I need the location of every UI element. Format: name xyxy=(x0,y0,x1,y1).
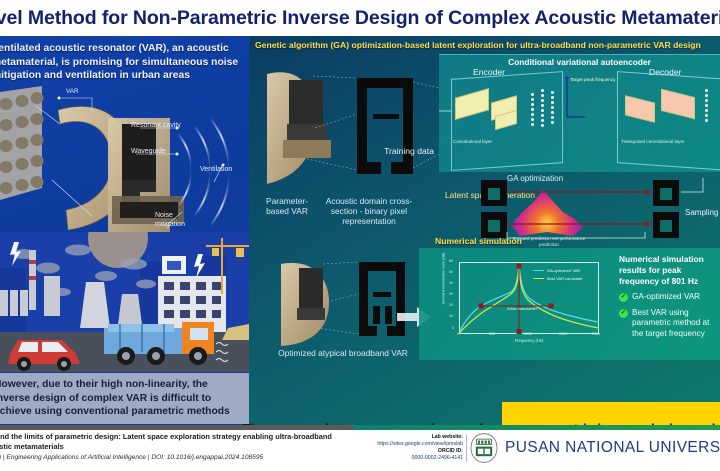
parameter-based-var-label: Parameter-based VAR xyxy=(266,196,308,216)
check-icon: ✓ xyxy=(619,308,628,318)
chart-ytick-10: 10 xyxy=(449,314,453,318)
target-peak-frequency-label: Target peak frequency xyxy=(570,77,616,82)
optimized-var-svg xyxy=(281,261,405,346)
numsim-bullet-1: ✓ Best VAR using parametric method at th… xyxy=(619,308,720,340)
optimized-var-label: Optimized atypical broadband VAR xyxy=(278,348,408,358)
callout-waveguide: Waveguide xyxy=(131,148,166,155)
footer-accent-bar xyxy=(0,425,720,430)
chart-xtick-0: 0 xyxy=(457,332,459,336)
chart-ytick-30: 30 xyxy=(449,292,453,296)
decoder-label: Decoder xyxy=(649,67,682,77)
chart-legend-item-0: GA-optimized VAR xyxy=(533,268,580,273)
numerical-simulation-block: Sound transmission loss (dB) Frequency (… xyxy=(419,248,720,360)
encoder-latent-dots-3 xyxy=(551,91,555,126)
decoder-dots-1 xyxy=(705,89,709,124)
left-panel-limitation-note: However, due to their high non-linearity… xyxy=(0,373,249,424)
cvae-arrows-svg xyxy=(439,76,585,118)
ga-optimization-title: GA optimization xyxy=(507,174,564,183)
chart-curves-svg xyxy=(459,263,599,334)
encoder-latent-dots-2 xyxy=(541,89,545,129)
encoder-latent-dots-1 xyxy=(531,93,535,128)
convolutional-layer-label: Convolutional layer xyxy=(453,139,493,144)
legend-swatch-ga xyxy=(533,269,544,272)
cvae-title: Conditional variational autoencoder xyxy=(508,57,651,67)
var-svg xyxy=(0,86,231,234)
left-panel: Ventilated acoustic resonator (VAR), an … xyxy=(0,36,249,425)
lab-website-key: Lab website: xyxy=(431,434,463,440)
chart-plot-area xyxy=(459,262,599,334)
chart-ytick-20: 20 xyxy=(449,303,453,307)
citation-meta: (2024) | Engineering Applications of Art… xyxy=(0,454,264,462)
chart-ytick-50: 50 xyxy=(449,270,453,274)
callout-var: VAR xyxy=(66,88,79,95)
chart-legend-item-1: Best VAR candidate xyxy=(533,276,583,281)
chart-ytick-0: 0 xyxy=(452,326,454,330)
lab-website-url[interactable]: https://sites.google.com/view/ipmslab xyxy=(377,441,463,447)
chart-x-axis-label: Frequency (Hz) xyxy=(514,338,544,343)
legend-label-ga: GA-optimized VAR xyxy=(547,268,581,273)
param-var-to-crosssection-svg xyxy=(267,72,439,184)
cvae-block: Conditional variational autoencoder Enco… xyxy=(439,54,720,172)
callout-noise-mitigation: Noise mitigation xyxy=(155,212,185,228)
callout-ventilation: Ventilation xyxy=(200,166,233,173)
legend-label-best: Best VAR candidate xyxy=(547,276,583,281)
chart-xtick-1000: 1000 xyxy=(524,332,532,336)
numsim-bullet-0-text: GA-optimized VAR xyxy=(632,292,701,301)
forward-prediction-label: Forward prediction net performance predi… xyxy=(512,236,586,247)
footer: Beyond the limits of parametric design: … xyxy=(0,425,720,471)
callout-resonant-cavity: Resonant cavity xyxy=(131,122,181,129)
legend-swatch-best xyxy=(533,277,544,280)
encoder-label: Encoder xyxy=(473,67,506,77)
transposed-conv-layer-label: Transposed convolutional layer xyxy=(621,139,685,144)
numerical-simulation-header: Numerical simulation xyxy=(435,236,522,246)
university-crest-icon xyxy=(470,433,498,463)
numsim-heading: Numerical simulation results for peak fr… xyxy=(619,254,704,286)
right-panel: Genetic algorithm (GA) optimization-base… xyxy=(243,36,720,455)
page-title: Novel Method for Non-Parametric Inverse … xyxy=(0,6,720,29)
ga-section-header: Genetic algorithm (GA) optimization-base… xyxy=(255,40,701,50)
orcid-key: ORCID ID: xyxy=(437,448,463,454)
university-block: PUSAN NATIONAL UNIVERSITY xyxy=(470,433,720,463)
city-svg xyxy=(0,232,249,372)
chart-xtick-500: 500 xyxy=(489,332,495,336)
poster-body: Ventilated acoustic resonator (VAR), an … xyxy=(0,36,720,455)
var-illustration: VAR Resonant cavity Waveguide Ventilatio… xyxy=(0,84,249,252)
training-data-label: Training data xyxy=(384,146,434,156)
orcid-value: 0000-0002-2496-4141 xyxy=(411,455,463,461)
poster-title-bar: Novel Method for Non-Parametric Inverse … xyxy=(0,0,720,36)
lab-info-block: Lab website: https://sites.google.com/vi… xyxy=(355,434,463,462)
chart-y-axis-label: Sound transmission loss (dB) xyxy=(440,252,446,305)
numsim-bullet-0: ✓ GA-optimized VAR xyxy=(619,292,720,303)
numerical-simulation-summary: Numerical simulation results for peak fr… xyxy=(619,254,720,339)
left-panel-statement: Ventilated acoustic resonator (VAR), an … xyxy=(0,43,239,81)
citation-block: Beyond the limits of parametric design: … xyxy=(0,432,362,461)
numsim-bullet-1-text: Best VAR using parametric method at the … xyxy=(632,307,710,338)
cross-section-label: Acoustic domain cross-section - binary p… xyxy=(325,196,413,226)
urban-scene-illustration xyxy=(0,232,249,372)
chart-xtick-1500: 1500 xyxy=(559,332,567,336)
citation-title: Beyond the limits of parametric design: … xyxy=(0,432,332,451)
chart-annotation-bandwidth: Wider bandwidth xyxy=(507,306,537,311)
ga-loop-svg xyxy=(481,178,704,239)
chart-xtick-2000: 2000 xyxy=(592,332,600,336)
university-name: PUSAN NATIONAL UNIVERSITY xyxy=(505,439,720,456)
chart-ytick-60: 60 xyxy=(449,259,453,263)
sampling-label: Sampling xyxy=(685,208,719,217)
transmission-loss-chart: Sound transmission loss (dB) Frequency (… xyxy=(437,252,607,352)
footer-divider xyxy=(466,435,467,462)
check-icon: ✓ xyxy=(619,293,628,302)
chart-ytick-40: 40 xyxy=(449,281,453,285)
